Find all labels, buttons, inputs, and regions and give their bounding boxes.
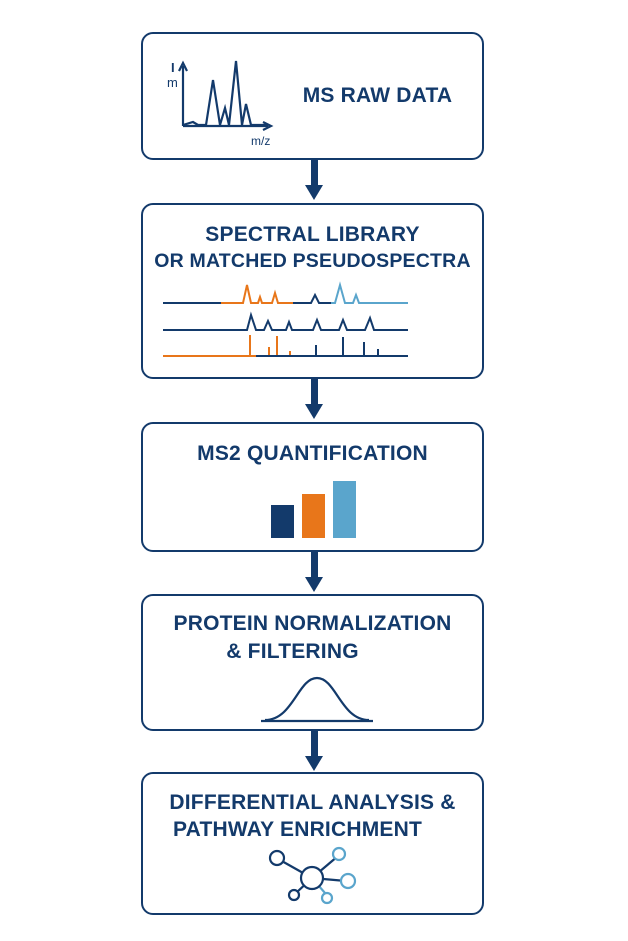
mass-spectrum-icon: I m m/z (167, 60, 274, 148)
step-title-line1: SPECTRAL LIBRARY (205, 223, 420, 246)
axis-label-i: I (171, 60, 175, 75)
step-title-line2: OR MATCHED PSEUDOSPECTRA (154, 250, 471, 272)
step-title: MS RAW DATA (302, 84, 453, 107)
bar-chart-icon (271, 481, 356, 538)
step-protein-normalization: PROTEIN NORMALIZATION & FILTERING (141, 594, 484, 731)
network-icon (268, 846, 357, 905)
step-title: MS2 QUANTIFICATION (197, 442, 428, 465)
step-spectral-library: SPECTRAL LIBRARY OR MATCHED PSEUDOSPECTR… (141, 203, 484, 379)
step-ms2-quantification: MS2 QUANTIFICATION (141, 422, 484, 552)
axis-label-m: m (167, 75, 178, 90)
gaussian-curve-icon (261, 676, 373, 723)
step-title-line2: PATHWAY ENRICHMENT (172, 818, 422, 841)
step-title-line1: PROTEIN NORMALIZATION (173, 612, 452, 635)
step-title-line1: DIFFERENTIAL ANALYSIS & (169, 791, 456, 814)
spectra-matching-icon (163, 281, 408, 357)
axis-label-mz: m/z (251, 134, 270, 148)
step-title-line2: & FILTERING (226, 640, 359, 663)
step-differential-analysis: DIFFERENTIAL ANALYSIS & PATHWAY ENRICHME… (141, 772, 484, 915)
step-ms-raw-data: I m m/z MS RAW DATA (141, 32, 484, 160)
